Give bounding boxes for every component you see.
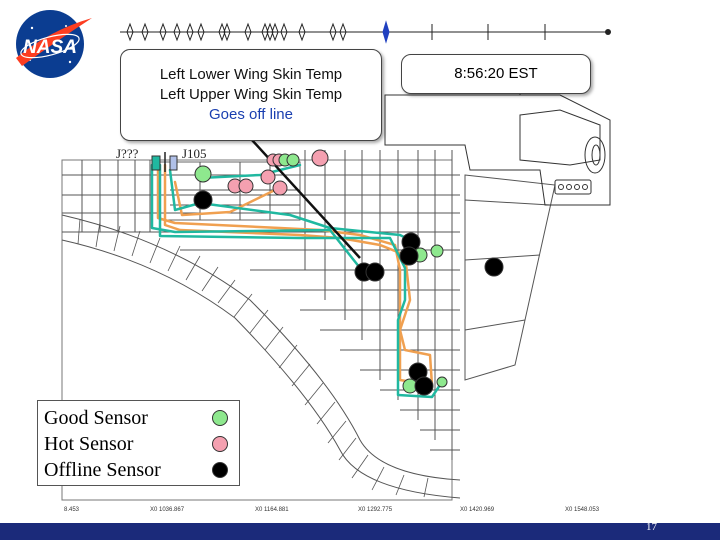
coord-label: X0 1164.881 — [255, 507, 289, 513]
timeline-strip — [120, 20, 611, 44]
sensor-legend: Good Sensor Hot Sensor Offline Sensor — [37, 400, 240, 486]
sensor-status-callout: Left Lower Wing Skin Temp Left Upper Win… — [120, 49, 382, 141]
legend-item-hot: Hot Sensor — [44, 431, 239, 457]
footer-bar — [0, 523, 720, 540]
callout-line-lower-wing: Left Lower Wing Skin Temp — [159, 66, 343, 83]
hot-sensor-swatch — [212, 436, 228, 452]
hot-sensor — [311, 149, 329, 167]
timestamp-callout: 8:56:20 EST — [401, 54, 591, 94]
connector-j105 — [169, 155, 178, 171]
connector-label-left: J??? — [116, 146, 139, 161]
page-number: 17 — [646, 521, 657, 533]
sensors — [193, 149, 504, 396]
offline-sensor — [414, 376, 434, 396]
coord-label: X0 1292.775 — [358, 507, 393, 513]
callout-line-offline: Goes off line — [209, 106, 293, 123]
coord-label: X0 1420.969 — [460, 507, 495, 513]
hot-sensor — [260, 169, 276, 185]
legend-label-offline: Offline Sensor — [44, 459, 161, 481]
offline-sensor — [399, 246, 419, 266]
connector-blocks — [151, 152, 178, 172]
wing-structure — [61, 150, 556, 501]
legend-item-offline: Offline Sensor — [44, 457, 239, 483]
hot-sensor — [272, 180, 288, 196]
legend-label-hot: Hot Sensor — [44, 433, 134, 455]
nasa-logo-text: NASA — [23, 37, 77, 58]
good-sensor — [194, 165, 212, 183]
good-sensor — [436, 376, 448, 388]
offline-sensor — [365, 262, 385, 282]
legend-item-good: Good Sensor — [44, 405, 239, 431]
good-sensor — [430, 244, 444, 258]
good-sensor — [286, 153, 300, 167]
offline-sensor-swatch — [212, 462, 228, 478]
coord-label: X0 1036.867 — [150, 507, 185, 513]
legend-label-good: Good Sensor — [44, 407, 148, 429]
offline-sensor — [484, 257, 504, 277]
coord-label: X0 1548.053 — [565, 507, 600, 513]
orbiter-body — [384, 79, 611, 206]
callout-line-upper-wing: Left Upper Wing Skin Temp — [159, 86, 343, 103]
good-sensor-swatch — [212, 410, 228, 426]
coord-label: 8.453 — [64, 507, 80, 513]
connector-label-right: J105 — [182, 146, 207, 161]
nasa-logo: NASA — [16, 10, 92, 78]
offline-sensor — [193, 190, 213, 210]
hot-sensor — [238, 178, 254, 194]
connector-jqqq — [151, 155, 161, 171]
